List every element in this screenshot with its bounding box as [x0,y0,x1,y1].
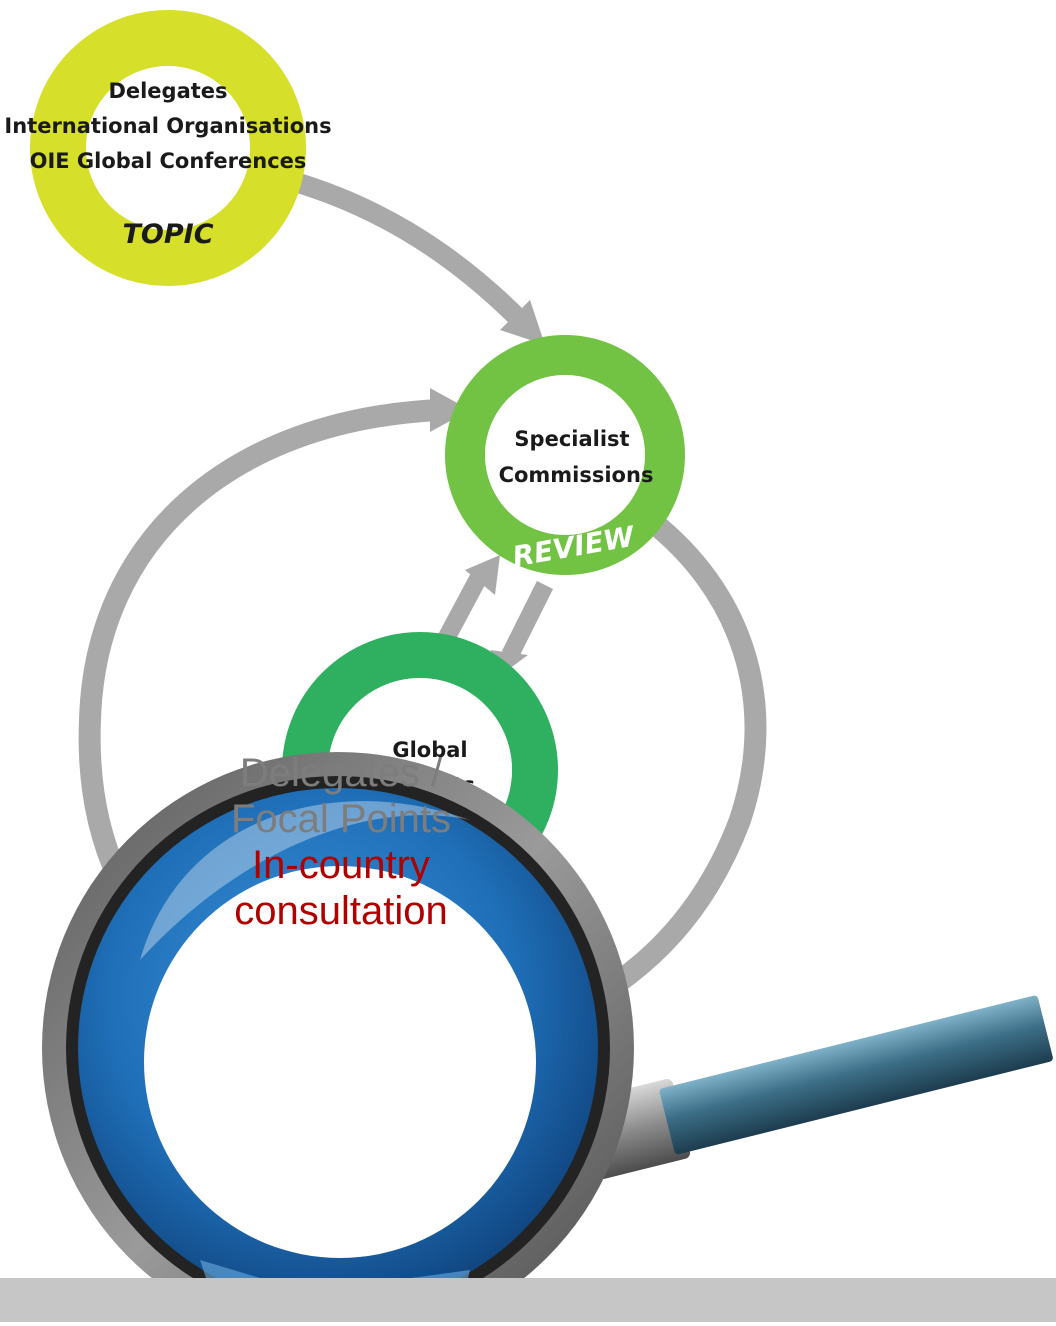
magnifier-line-3: In-country [252,843,430,887]
topic-node [30,10,306,286]
slide-footer-bar [0,1278,1056,1322]
topic-line-3: OIE Global Conferences [30,149,307,173]
experts-line-1: Global [392,738,467,762]
magnifier-line-1: Delegates / [239,751,443,795]
review-line-2: Commissions [499,463,654,487]
topic-line-2: International Organisations [4,114,331,138]
magnifier-text: Delegates / Focal Points In-country cons… [146,750,536,934]
magnifier-line-4: consultation [234,889,448,933]
topic-ring [30,10,306,286]
magnifier-glass [42,752,1053,1326]
magnifier-line-2: Focal Points [230,797,452,841]
review-node [445,335,685,575]
magnifier-text-disc [144,866,536,1258]
magnifier-handle [580,995,1053,1179]
topic-to-review-arrow [267,165,545,345]
topic-line-1: Delegates [108,79,227,103]
review-ring [445,335,685,575]
review-line-1: Specialist [514,427,629,451]
topic-label: TOPIC [122,219,213,250]
